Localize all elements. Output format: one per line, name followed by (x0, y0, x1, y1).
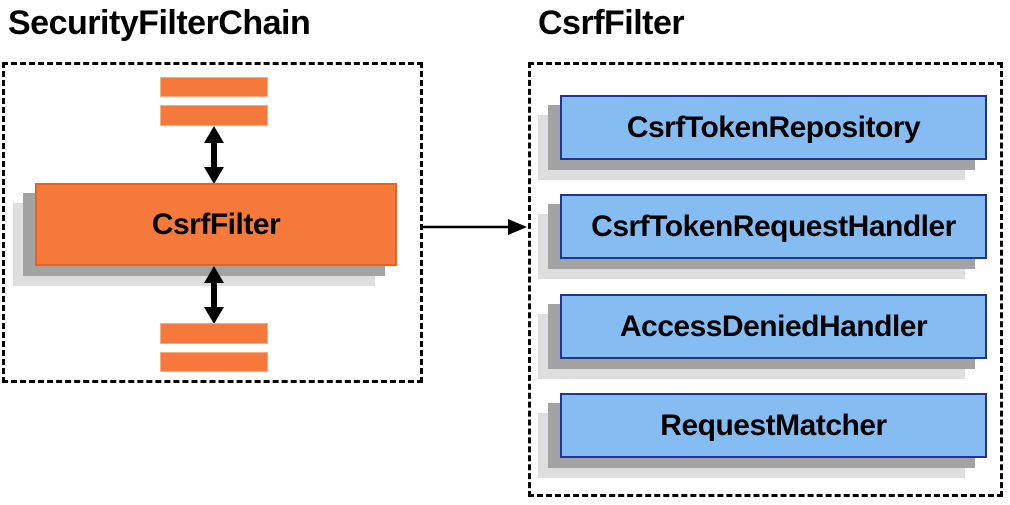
csrf-token-repository-box: CsrfTokenRepository (538, 95, 987, 180)
security-filter-chain-title: SecurityFilterChain (8, 4, 311, 42)
request-matcher-box: RequestMatcher (538, 393, 987, 478)
double-arrow-icon (204, 266, 224, 324)
filter-placeholder-bar (160, 323, 268, 344)
csrf-filter-box: CsrfFilter (13, 183, 397, 286)
csrf-filter-box-label: CsrfFilter (35, 183, 397, 266)
csrf-filter-components-container: CsrfTokenRepository CsrfTokenRequestHand… (528, 62, 1003, 497)
filter-placeholder-bar (160, 105, 268, 126)
access-denied-handler-box: AccessDeniedHandler (538, 294, 987, 379)
access-denied-handler-label: AccessDeniedHandler (560, 294, 987, 359)
csrf-token-request-handler-label: CsrfTokenRequestHandler (560, 194, 987, 259)
csrf-filter-title: CsrfFilter (538, 4, 685, 42)
csrf-token-repository-label: CsrfTokenRepository (560, 95, 987, 160)
security-filter-chain-container: CsrfFilter (2, 62, 423, 383)
csrf-token-request-handler-box: CsrfTokenRequestHandler (538, 194, 987, 279)
filter-placeholder-bar (160, 77, 268, 97)
flow-arrow-icon (422, 219, 527, 235)
filter-placeholder-bar (160, 352, 268, 372)
double-arrow-icon (204, 126, 224, 184)
request-matcher-label: RequestMatcher (560, 393, 987, 458)
